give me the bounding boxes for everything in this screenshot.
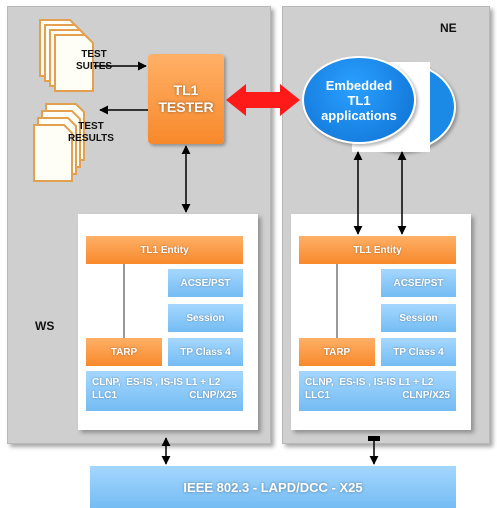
ws-network-layer: CLNP, ES-IS , IS-IS L1 + L2 LLC1 CLNP/X2… xyxy=(86,371,243,411)
ne-session: Session xyxy=(381,304,456,332)
ne-tl1-entity: TL1 Entity xyxy=(299,236,456,264)
ws-tarp: TARP xyxy=(86,338,162,366)
tl1-tester-box: TL1 TESTER xyxy=(148,54,224,144)
ws-network-clnp-x25: CLNP/X25 xyxy=(189,390,237,401)
test-suites-line2: SUITES xyxy=(75,61,113,72)
ne-network-line1: CLNP, ES-IS , IS-IS L1 + L2 xyxy=(305,377,434,388)
document-icon xyxy=(54,34,94,92)
embedded-apps-line2: TL1 xyxy=(347,92,371,108)
ws-network-llc1: LLC1 xyxy=(92,390,117,401)
ws-network-line1: CLNP, ES-IS , IS-IS L1 + L2 xyxy=(92,377,221,388)
test-suites-line1: TEST xyxy=(81,49,107,60)
ne-network-layer: CLNP, ES-IS , IS-IS L1 + L2 LLC1 CLNP/X2… xyxy=(299,371,456,411)
test-results-document-stack xyxy=(33,103,85,182)
ne-network-llc1: LLC1 xyxy=(305,390,330,401)
bus-bar: IEEE 802.3 - LAPD/DCC - X25 xyxy=(90,466,456,508)
document-icon xyxy=(33,124,73,182)
ne-acse-pst: ACSE/PST xyxy=(381,269,456,297)
tl1-tester-line2: TESTER xyxy=(158,99,214,115)
ne-label: NE xyxy=(440,21,457,35)
ws-tp-class4: TP Class 4 xyxy=(168,338,243,366)
ws-acse-pst: ACSE/PST xyxy=(168,269,243,297)
test-results-line2: RESULTS xyxy=(68,133,114,144)
test-suites-document-stack xyxy=(39,19,94,92)
ws-tl1-entity: TL1 Entity xyxy=(86,236,243,264)
test-results-line1: TEST xyxy=(78,121,104,132)
embedded-apps-line3: applications xyxy=(321,107,397,123)
ne-tarp: TARP xyxy=(299,338,375,366)
tl1-tester-line1: TL1 xyxy=(173,82,199,98)
ws-session: Session xyxy=(168,304,243,332)
ne-network-clnp-x25: CLNP/X25 xyxy=(402,390,450,401)
ws-label: WS xyxy=(35,319,55,333)
embedded-apps-ellipse: Embedded TL1 applications xyxy=(302,56,416,144)
test-suites-label: TEST SUITES xyxy=(72,48,116,74)
embedded-apps-line1: Embedded xyxy=(325,77,393,93)
test-results-label: TEST RESULTS xyxy=(64,120,118,146)
ne-tp-class4: TP Class 4 xyxy=(381,338,456,366)
